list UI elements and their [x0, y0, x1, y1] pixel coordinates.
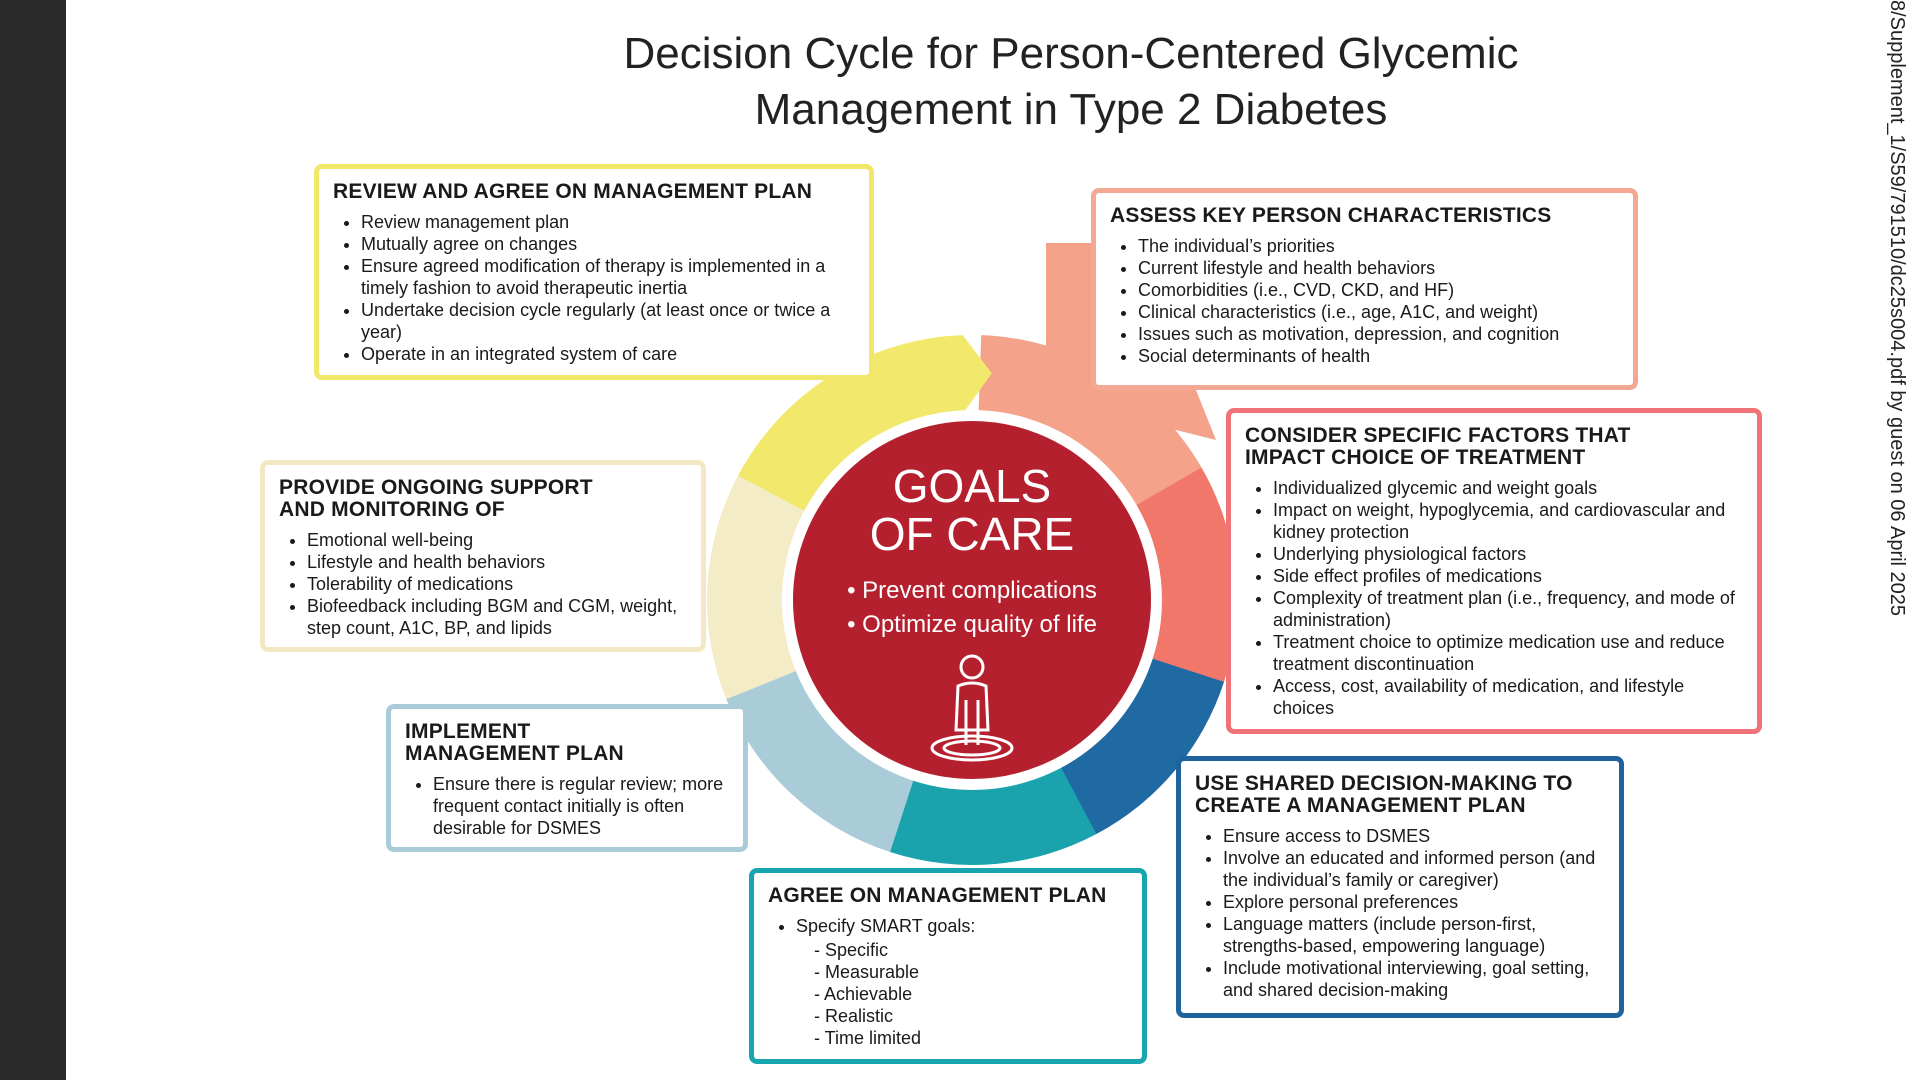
shared-decision-box: USE SHARED DECISION-MAKING TO CREATE A M…: [1176, 756, 1624, 1018]
support-heading-line-1: PROVIDE ONGOING SUPPORT: [279, 476, 593, 499]
list-item: Access, cost, availability of medication…: [1273, 675, 1743, 719]
implement-plan-heading: IMPLEMENT MANAGEMENT PLAN: [405, 721, 729, 765]
implement-heading-line-2: MANAGEMENT PLAN: [405, 742, 624, 765]
ring-segment-review: [738, 335, 992, 511]
list-item: Individualized glycemic and weight goals: [1273, 477, 1743, 499]
list-item: Lifestyle and health behaviors: [307, 551, 687, 573]
ring-segment-shared: [1053, 658, 1225, 834]
viewer-left-margin: [0, 0, 66, 1080]
list-item: Complexity of treatment plan (i.e., freq…: [1273, 587, 1743, 631]
list-item: Realistic: [814, 1005, 1128, 1027]
agree-plan-list: Specify SMART goals: Specific Measurable…: [768, 915, 1128, 1049]
implement-plan-list: Ensure there is regular review; more fre…: [405, 773, 729, 839]
list-item: Biofeedback including BGM and CGM, weigh…: [307, 595, 687, 639]
implement-heading-line-1: IMPLEMENT: [405, 720, 531, 743]
list-item: Clinical characteristics (i.e., age, A1C…: [1138, 301, 1619, 323]
agree-plan-heading: AGREE ON MANAGEMENT PLAN: [768, 884, 1107, 907]
goals-heading-line-1: GOALS: [892, 460, 1052, 512]
ring-segment-agree: [875, 767, 1097, 865]
goal-prevent-complications: • Prevent complications: [847, 577, 1097, 604]
goals-heading-line-2: OF CARE: [869, 508, 1075, 560]
ongoing-support-heading: PROVIDE ONGOING SUPPORT AND MONITORING O…: [279, 477, 687, 521]
shared-heading-line-1: USE SHARED DECISION-MAKING TO: [1195, 772, 1573, 795]
title-line-1: Decision Cycle for Person-Centered Glyce…: [623, 29, 1519, 78]
list-item: Undertake decision cycle regularly (at l…: [361, 299, 855, 343]
smart-goals-sublist: Specific Measurable Achievable Realistic…: [796, 939, 1128, 1049]
consider-heading-line-2: IMPACT CHOICE OF TREATMENT: [1245, 446, 1586, 469]
list-item: Tolerability of medications: [307, 573, 687, 595]
review-plan-list: Review management plan Mutually agree on…: [333, 211, 855, 365]
list-item: Side effect profiles of medications: [1273, 565, 1743, 587]
list-item: Involve an educated and informed person …: [1223, 847, 1605, 891]
implement-plan-box: IMPLEMENT MANAGEMENT PLAN Ensure there i…: [386, 704, 748, 852]
decision-cycle-ring: [707, 243, 1237, 865]
list-item: The individual’s priorities: [1138, 235, 1619, 257]
list-item: Impact on weight, hypoglycemia, and card…: [1273, 499, 1743, 543]
title-line-2: Management in Type 2 Diabetes: [754, 85, 1388, 134]
shared-heading-line-2: CREATE A MANAGEMENT PLAN: [1195, 794, 1526, 817]
review-plan-box: REVIEW AND AGREE ON MANAGEMENT PLAN Revi…: [314, 164, 874, 380]
assess-characteristics-box: ASSESS KEY PERSON CHARACTERISTICS The in…: [1091, 188, 1638, 390]
assess-characteristics-heading: ASSESS KEY PERSON CHARACTERISTICS: [1110, 204, 1552, 227]
ring-segment-consider: [1136, 467, 1237, 697]
document-page: Decision Cycle for Person-Centered Glyce…: [66, 0, 1920, 1080]
diagram-title: Decision Cycle for Person-Centered Glyce…: [546, 26, 1596, 138]
ongoing-support-box: PROVIDE ONGOING SUPPORT AND MONITORING O…: [260, 460, 706, 652]
list-item: Review management plan: [361, 211, 855, 233]
goal-optimize-quality-of-life: • Optimize quality of life: [847, 611, 1097, 638]
goals-of-care-circle: [787, 415, 1157, 785]
list-item: Measurable: [814, 961, 1128, 983]
consider-factors-heading: CONSIDER SPECIFIC FACTORS THAT IMPACT CH…: [1245, 425, 1743, 469]
shared-decision-heading: USE SHARED DECISION-MAKING TO CREATE A M…: [1195, 773, 1605, 817]
support-heading-line-2: AND MONITORING OF: [279, 498, 505, 521]
list-item: Time limited: [814, 1027, 1128, 1049]
ring-segments: [707, 243, 1237, 865]
list-item: Language matters (include person-first, …: [1223, 913, 1605, 957]
consider-factors-box: CONSIDER SPECIFIC FACTORS THAT IMPACT CH…: [1226, 408, 1762, 734]
goals-of-care-text: GOALS OF CARE • Prevent complications • …: [802, 462, 1142, 642]
list-item: Include motivational interviewing, goal …: [1223, 957, 1605, 1001]
ring-connector-assess: [1046, 243, 1216, 440]
agree-plan-box: AGREE ON MANAGEMENT PLAN Specify SMART g…: [749, 868, 1147, 1064]
ongoing-support-list: Emotional well-being Lifestyle and healt…: [279, 529, 687, 639]
list-item: Mutually agree on changes: [361, 233, 855, 255]
list-item: Ensure access to DSMES: [1223, 825, 1605, 847]
list-item: Treatment choice to optimize medication …: [1273, 631, 1743, 675]
list-item: Emotional well-being: [307, 529, 687, 551]
list-item: Current lifestyle and health behaviors: [1138, 257, 1619, 279]
person-standing-icon: [930, 654, 1014, 762]
list-item: Comorbidities (i.e., CVD, CKD, and HF): [1138, 279, 1619, 301]
list-item: Underlying physiological factors: [1273, 543, 1743, 565]
list-item: Specify SMART goals: Specific Measurable…: [796, 915, 1128, 1049]
list-item: Specific: [814, 939, 1128, 961]
smart-goals-label: Specify SMART goals:: [796, 916, 976, 936]
ring-segment-support: [707, 469, 805, 700]
ring-segment-implement: [726, 658, 914, 853]
list-item: Operate in an integrated system of care: [361, 343, 855, 365]
consider-factors-list: Individualized glycemic and weight goals…: [1245, 477, 1743, 719]
list-item: Achievable: [814, 983, 1128, 1005]
assess-characteristics-list: The individual’s priorities Current life…: [1110, 235, 1619, 367]
list-item: Issues such as motivation, depression, a…: [1138, 323, 1619, 345]
list-item: Ensure agreed modification of therapy is…: [361, 255, 855, 299]
list-item: Explore personal preferences: [1223, 891, 1605, 913]
shared-decision-list: Ensure access to DSMES Involve an educat…: [1195, 825, 1605, 1001]
ring-segment-assess: [978, 335, 1202, 512]
consider-heading-line-1: CONSIDER SPECIFIC FACTORS THAT: [1245, 424, 1631, 447]
list-item: Social determinants of health: [1138, 345, 1619, 367]
review-plan-heading: REVIEW AND AGREE ON MANAGEMENT PLAN: [333, 180, 813, 203]
list-item: Ensure there is regular review; more fre…: [433, 773, 729, 839]
